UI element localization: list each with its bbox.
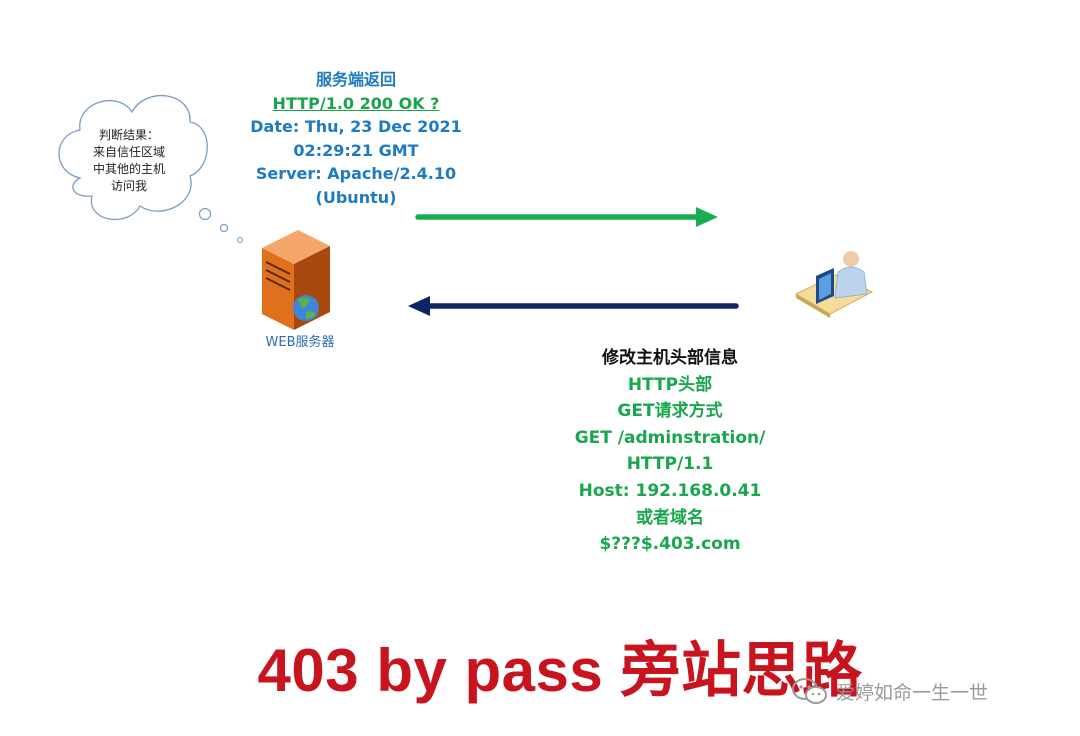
response-line: Server: Apache/2.4.10 (255, 164, 457, 184)
bubble-line: 来自信任区域 (92, 145, 165, 159)
thought-bubble (58, 94, 243, 243)
watermark-text: 爱婷如命一生一世 (836, 682, 989, 704)
wechat-icon (792, 678, 827, 704)
bubble-line: 判断结果： (98, 128, 159, 142)
response-line: Date: Thu, 23 Dec 2021 (250, 117, 462, 137)
request-title: 修改主机头部信息 (602, 348, 738, 368)
request-arrow (408, 296, 739, 316)
server-icon (262, 230, 330, 330)
watermark: 爱婷如命一生一世 (790, 676, 1060, 706)
request-line: 或者域名 (636, 507, 704, 528)
request-line: GET /adminstration/ (574, 427, 766, 448)
response-info: 服务端返回 HTTP/1.0 200 OK ? Date: Thu, 23 De… (240, 68, 472, 210)
request-line: GET请求方式 (617, 401, 723, 422)
response-status-line: HTTP/1.0 200 OK ? (272, 93, 440, 113)
bubble-line: 访问我 (110, 179, 147, 193)
server-label: WEB服务器 (265, 335, 335, 350)
response-line: 02:29:21 GMT (293, 140, 419, 160)
request-info: 修改主机头部信息 HTTP头部 GET请求方式 GET /adminstrati… (530, 345, 810, 558)
response-title: 服务端返回 (315, 70, 396, 89)
thought-bubble-text: 判断结果： 来自信任区域 中其他的主机 访问我 (64, 127, 194, 195)
main-title: 403 by pass 旁站思路 (257, 637, 863, 704)
request-line: Host: 192.168.0.41 (578, 480, 762, 501)
request-line: HTTP头部 (627, 374, 713, 395)
response-arrow (415, 207, 718, 227)
response-line: (Ubuntu) (315, 187, 397, 207)
request-line: $???$.403.com (599, 534, 741, 555)
user-at-computer-icon (794, 251, 874, 318)
request-line: HTTP/1.1 (626, 454, 714, 475)
bubble-line: 中其他的主机 (92, 162, 165, 176)
